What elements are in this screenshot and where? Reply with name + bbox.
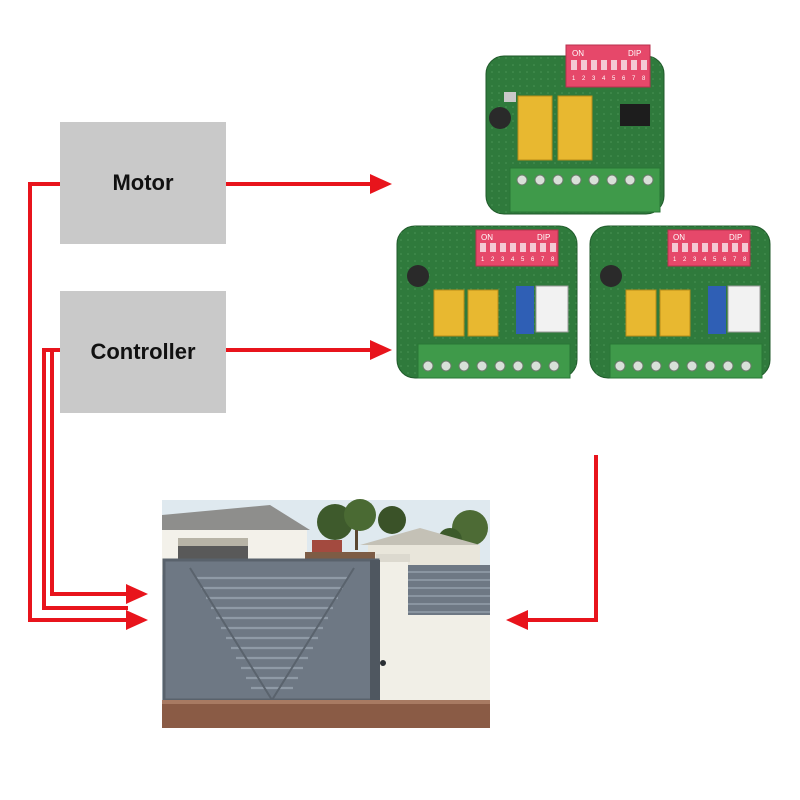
dip-number: 7 xyxy=(541,257,545,263)
arrowhead xyxy=(126,584,148,604)
connection-arrows xyxy=(28,182,598,622)
dip-number: 4 xyxy=(511,257,515,263)
motor-box: Motor xyxy=(60,122,226,244)
dip-number: 3 xyxy=(501,257,505,263)
dip-number: 6 xyxy=(531,257,535,263)
dip-number: 8 xyxy=(743,257,747,263)
dip-number: 2 xyxy=(582,76,586,82)
relay xyxy=(433,289,465,337)
board-left: ON DIP 1 2 3 4 5 6 7 8 xyxy=(396,225,578,379)
gate-slats xyxy=(196,576,348,690)
dip-number: 3 xyxy=(592,76,596,82)
connector xyxy=(708,286,726,334)
dip-number: 1 xyxy=(481,257,485,263)
dip-number: 7 xyxy=(733,257,737,263)
chip xyxy=(620,104,650,126)
arrow-controller-to-gate-b xyxy=(50,348,128,596)
dip-switch xyxy=(667,229,751,267)
arrow-controller-to-gate-a xyxy=(42,348,128,610)
dip-number: 4 xyxy=(602,76,606,82)
relay xyxy=(467,289,499,337)
terminal-block xyxy=(417,343,571,379)
wall-fence-slats xyxy=(408,571,490,613)
controller-label: Controller xyxy=(90,339,196,364)
board-right: ON DIP 1 2 3 4 5 6 7 8 xyxy=(589,225,771,379)
connector xyxy=(516,286,534,334)
relay xyxy=(659,289,691,337)
dip-number: 5 xyxy=(521,257,525,263)
dip-number: 8 xyxy=(642,76,646,82)
gate-photo xyxy=(162,499,490,728)
arrowheads xyxy=(126,174,528,630)
controller-box: Controller xyxy=(60,291,226,413)
motor-label: Motor xyxy=(112,170,174,195)
dip-number: 2 xyxy=(683,257,687,263)
dip-number: 6 xyxy=(723,257,727,263)
dip-on-label: ON xyxy=(481,233,493,242)
arrow-motor-to-gate xyxy=(28,182,128,622)
dip-label: DIP xyxy=(628,49,641,58)
board-top: ON DIP 1 2 3 4 5 6 7 8 xyxy=(485,44,665,215)
ground xyxy=(162,700,490,728)
capacitor xyxy=(407,265,429,287)
arrow-board-to-gate xyxy=(526,455,598,622)
relay xyxy=(625,289,657,337)
terminal-block xyxy=(509,167,661,213)
wifi-module xyxy=(535,285,569,333)
wall-fence xyxy=(408,565,490,615)
dip-label: DIP xyxy=(729,233,742,242)
dip-number: 7 xyxy=(632,76,636,82)
relay xyxy=(517,95,553,161)
dip-number: 5 xyxy=(612,76,616,82)
wifi-module xyxy=(727,285,761,333)
relay xyxy=(557,95,593,161)
dip-number: 1 xyxy=(673,257,677,263)
terminal-block xyxy=(609,343,763,379)
dip-label: DIP xyxy=(537,233,550,242)
dip-number: 4 xyxy=(703,257,707,263)
dip-number: 6 xyxy=(622,76,626,82)
capacitor xyxy=(489,107,511,129)
arrowhead xyxy=(506,610,528,630)
dip-on-label: ON xyxy=(572,49,584,58)
capacitor xyxy=(600,265,622,287)
dip-on-label: ON xyxy=(673,233,685,242)
dip-number: 5 xyxy=(713,257,717,263)
arrowhead xyxy=(370,340,392,360)
dip-number: 8 xyxy=(551,257,555,263)
wall-pillar xyxy=(378,558,408,700)
dip-number: 1 xyxy=(572,76,576,82)
gate-lock xyxy=(380,660,386,666)
dip-number: 3 xyxy=(693,257,697,263)
dip-number: 2 xyxy=(491,257,495,263)
arrowhead xyxy=(370,174,392,194)
arrowhead xyxy=(126,610,148,630)
